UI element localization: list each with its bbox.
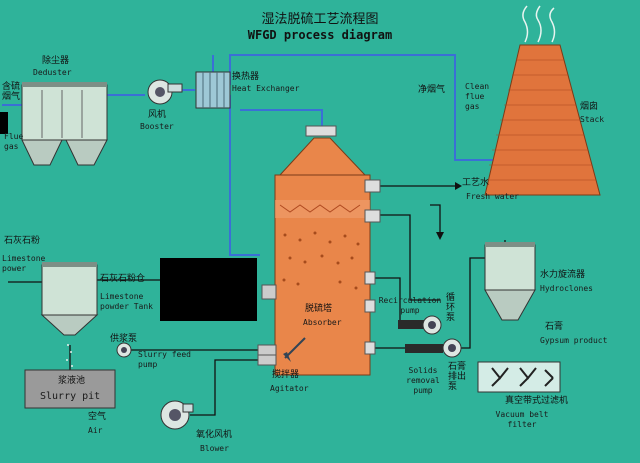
booster-label-en: Booster [140,122,174,131]
heat-exchanger [195,71,231,109]
hx-label-en: Heat Exchanger [232,84,300,93]
hydroclones [484,242,536,321]
stack-label-cn: 烟囱 [580,102,599,112]
blower-icon [160,400,194,430]
hydro-label-en: Hydroclones [540,284,593,293]
fresh-water-label-cn: 工艺水 [462,178,490,188]
limestone-label-cn: 石灰石粉 [4,236,41,246]
diagram-title-cn: 湿法脱硫工艺流程图 [261,12,379,27]
slurry-pump-label-cn: 供浆泵 [110,334,138,344]
agitator-label-cn: 搅拌器 [272,370,300,380]
clean-gas-label-en: Clean flue gas [465,82,490,111]
blower-label-cn: 氧化风机 [196,430,233,440]
air-label-en: Air [88,426,103,435]
belt-label-cn: 真空带式过滤机 [505,396,569,406]
hx-label-cn: 换热器 [232,72,260,82]
limestone-tank [40,262,99,373]
solids-removal-pump-icon [405,338,462,358]
vacuum-belt-filter [477,361,561,393]
deduster [21,82,108,166]
slurry-feed-pump-icon [116,342,132,358]
booster-fan-icon [147,79,183,105]
recirculation-pump-icon [398,315,442,335]
air-label-cn: 空气 [88,412,107,422]
slurry-pump-label-en: Slurry feed pump [138,350,191,369]
recirc-label-cn: 循环泵 [446,293,456,323]
tank-label-cn: 石灰石粉仓 [100,274,146,284]
agitator-label-en: Agitator [270,384,309,393]
clean-gas-label-cn: 净烟气 [418,85,446,95]
stack [484,5,601,196]
fresh-water-arrow-icon [455,182,462,190]
booster-label-cn: 风机 [148,110,167,120]
deduster-label-cn: 除尘器 [42,56,70,66]
gypsum-label-en: Gypsum product [540,336,608,345]
slurry-pit-label-en: Slurry pit [40,391,101,402]
absorber-label-en: Absorber [303,318,342,327]
slurry-pit [24,369,116,409]
gypsum-label-cn: 石膏 [545,322,564,332]
hydro-label-cn: 水力旋流器 [540,270,586,280]
deduster-label-en: Deduster [33,68,72,77]
absorber-tower [257,125,381,376]
belt-label-en: Vacuum belt filter [495,410,549,429]
slurry-pit-label-cn: 浆液池 [58,376,86,386]
stack-label-en: Stack [580,115,605,124]
solids-label-cn: 石膏排出泵 [448,362,467,392]
solids-label-en: Solids removal pump [406,366,440,395]
diagram-title-en: WFGD process diagram [247,28,393,42]
recirc-label-en: Recirculation pump [378,296,442,315]
tank-label-en: Limestone powder Tank [100,292,153,311]
fresh-water-down-arrow-icon [436,232,444,240]
limestone-label-en: Limestone power [2,254,46,273]
redacted-box-small [0,112,8,134]
blower-label-en: Blower [200,444,229,453]
flue-in-label-en: Flue gas [4,132,24,151]
absorber-label-cn: 脱硫塔 [305,304,333,314]
redacted-box [160,258,257,321]
flue-in-label-cn: 含硫烟气 [2,82,21,102]
fresh-water-label-en: Fresh water [466,192,519,201]
